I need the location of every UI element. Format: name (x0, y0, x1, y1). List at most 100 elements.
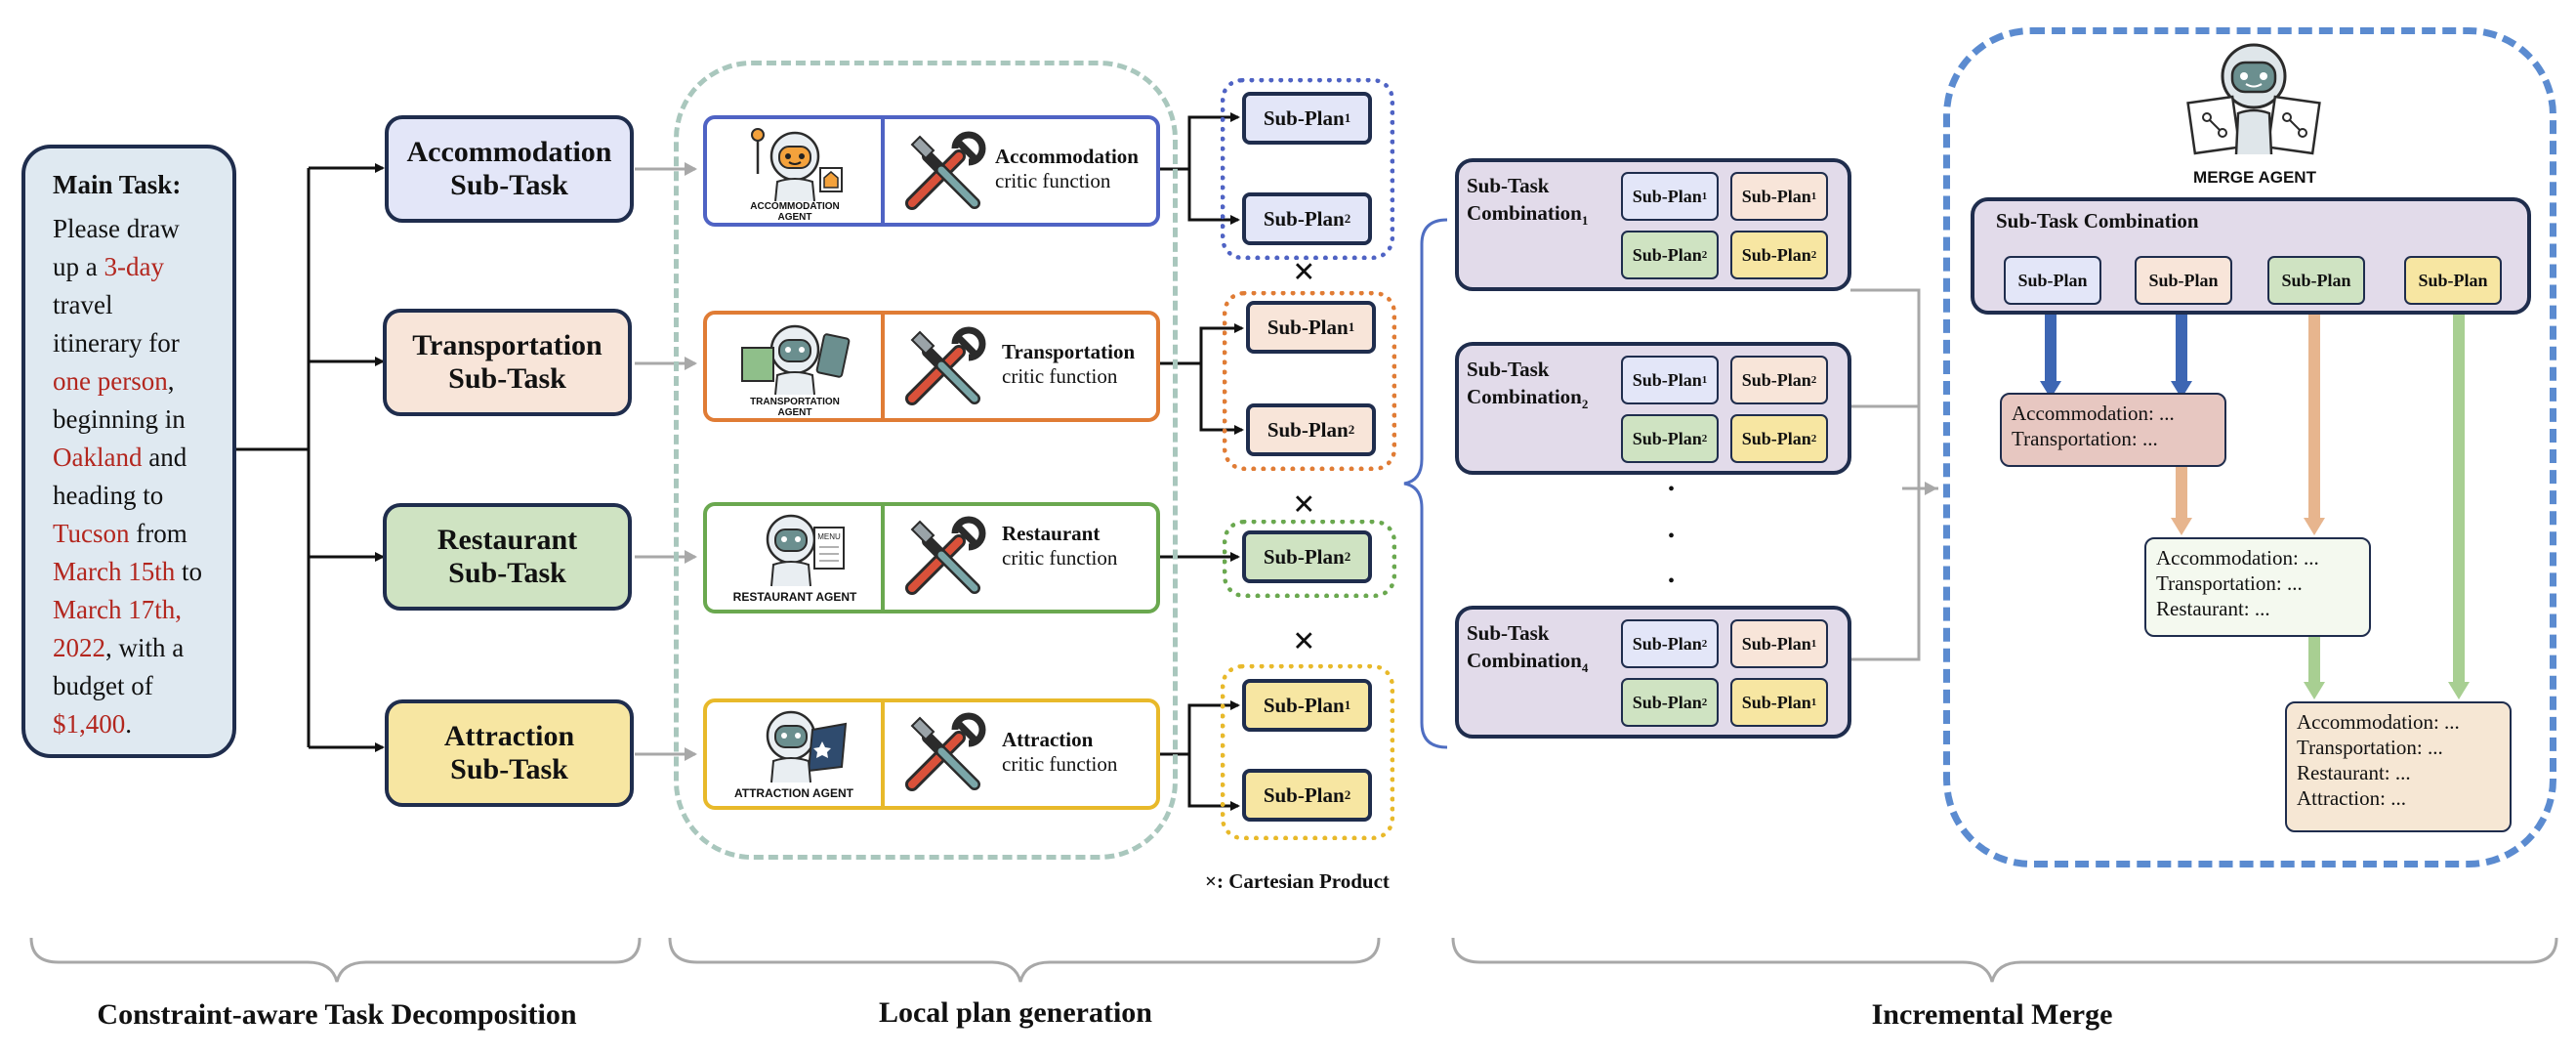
wrench-screwdriver-icon (905, 326, 986, 405)
critic-fn: critic function (1002, 364, 1118, 388)
main-task-line: March 15th to (53, 553, 232, 591)
task-text: and (142, 443, 187, 472)
cartesian-symbol: × (1293, 618, 1315, 662)
merge-flow-arrows (2040, 311, 2470, 699)
cartesian-legend: ×: Cartesian Product (1205, 869, 1390, 893)
main-task-line: Please draw (53, 210, 232, 248)
agent-label: TRANSPORTATION AGENT (750, 397, 840, 418)
highlighted-constraint: March 17th, (53, 595, 182, 624)
merge-subplan-attraction: Sub-Plan (2404, 256, 2502, 305)
task-text: Please draw (53, 214, 180, 243)
main-task-line: Oakland and (53, 439, 232, 477)
svg-text:MENU: MENU (817, 532, 841, 541)
merge-robot-icon (2186, 43, 2321, 155)
main-task-line: itinerary for (53, 324, 232, 362)
task-text: , (167, 366, 175, 396)
merge-card-line: Transportation: ... (2012, 427, 2158, 450)
subtask-line2: Sub-Task (450, 169, 568, 201)
main-task-line: budget of (53, 667, 232, 705)
accommodation-subplan-group (1221, 78, 1394, 260)
wrench-screwdriver-icon (905, 131, 986, 210)
merge-card-line: Transportation: ... (2297, 736, 2443, 759)
main-task-line: $1,400. (53, 705, 232, 743)
task-text: to (175, 557, 202, 586)
merge-combination-title: Sub-Task Combination (1996, 209, 2199, 233)
agents-dashed-region (674, 61, 1178, 860)
merge-combination-panel: Sub-Task Combination Sub-Plan Sub-Plan S… (1971, 197, 2531, 315)
task-text: from (129, 519, 187, 548)
accommodation-agent-row: ACCOMMODATION AGENT Accommodation critic… (703, 115, 1160, 227)
task-text: itinerary for (53, 328, 180, 358)
agent-label: ACCOMMODATION AGENT (750, 201, 840, 223)
main-task-line: beginning in (53, 401, 232, 439)
transportation-robot-icon (741, 324, 851, 396)
attraction-robot-icon (766, 710, 848, 783)
wrench-screwdriver-icon (905, 516, 986, 595)
task-text: . (125, 709, 132, 739)
critic-name: Restaurant (1002, 522, 1101, 545)
merge-subplan-restaurant: Sub-Plan (2267, 256, 2365, 305)
highlighted-constraint: March 15th (53, 557, 176, 586)
combination-brace (1403, 218, 1448, 749)
transportation-agent-row: TRANSPORTATION AGENT Transportation crit… (703, 311, 1160, 422)
highlighted-constraint: Oakland (53, 443, 143, 472)
merge-card-1: Accommodation: ... Transportation: ... (2000, 393, 2226, 467)
highlighted-constraint: one person (53, 366, 168, 396)
wrench-screwdriver-icon (905, 712, 986, 791)
highlighted-constraint: 3-day (104, 252, 164, 281)
critic-name: Accommodation (995, 145, 1139, 168)
accommodation-subtask: Accommodation Sub-Task (385, 115, 634, 223)
restaurant-subplan-group (1223, 520, 1396, 598)
attraction-subplan-group (1221, 664, 1394, 840)
cartesian-symbol: × (1293, 482, 1315, 526)
subtask-line1: Accommodation (406, 136, 612, 168)
subtask-line1: Restaurant (436, 524, 578, 556)
critic-fn: critic function (1002, 546, 1118, 570)
main-task-line: up a 3-day (53, 248, 232, 286)
main-task-title: Main Task: (53, 170, 182, 199)
accommodation-robot-icon (751, 128, 843, 202)
phase-label-local-plan: Local plan generation (878, 996, 1152, 1029)
restaurant-subtask: Restaurant Sub-Task (383, 503, 632, 611)
merge-dashed-region (1943, 27, 2556, 867)
main-task-line: one person, (53, 362, 232, 401)
highlighted-constraint: $1,400 (53, 709, 126, 739)
critic-name: Transportation (1002, 340, 1136, 363)
task-text: , with a (105, 633, 185, 662)
merge-card-3: Accommodation: ... Transportation: ... R… (2285, 701, 2512, 832)
merge-subplan-accommodation: Sub-Plan (2004, 256, 2101, 305)
cartesian-symbol: × (1293, 249, 1315, 293)
highlighted-constraint: 2022 (53, 633, 105, 662)
phase-label-decomposition: Constraint-aware Task Decomposition (97, 998, 577, 1031)
subtask-to-agent-arrows (635, 162, 697, 761)
task-text: up a (53, 252, 104, 281)
critic-text: Transportation critic function (1002, 340, 1135, 389)
subtask-line2: Sub-Task (450, 753, 568, 785)
combos-to-merge-connector (1850, 288, 1938, 661)
restaurant-robot-icon: MENU (766, 514, 845, 587)
merge-card-line: Restaurant: ... (2297, 761, 2411, 784)
